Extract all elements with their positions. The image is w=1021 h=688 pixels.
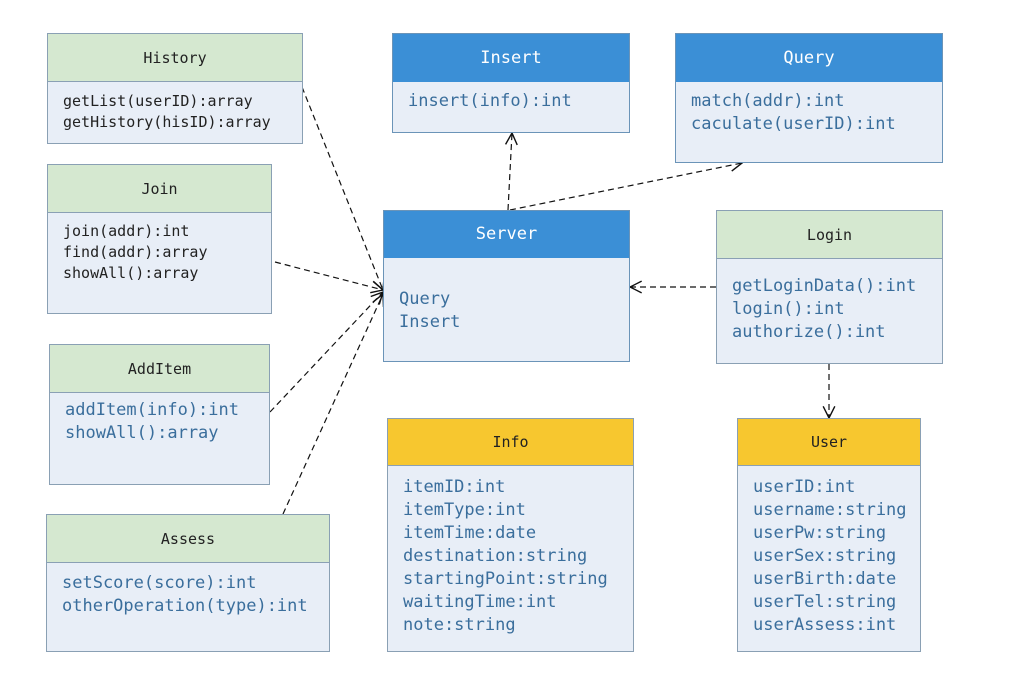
history-class[interactable]: History getList(userID):array getHistory… [47, 33, 303, 144]
user-class[interactable]: User userID:int username:string userPw:s… [737, 418, 921, 652]
arrow-server-query [509, 163, 742, 211]
user-member: userTel:string [753, 592, 897, 612]
user-member: userBirth:date [753, 569, 897, 589]
login-member: getLoginData():int [732, 276, 917, 296]
additem-class-title: AddItem [50, 345, 269, 393]
join-member: join(addr):int [63, 222, 190, 240]
assess-member: setScore(score):int [62, 573, 257, 593]
arrow-server-insert [508, 133, 512, 211]
assess-class[interactable]: Assess setScore(score):int otherOperatio… [46, 514, 330, 652]
additem-member: showAll():array [65, 423, 219, 443]
login-member: authorize():int [732, 322, 886, 342]
join-class-title: Join [48, 165, 271, 213]
info-member: destination:string [403, 546, 588, 566]
arrow-additem-server [269, 292, 383, 413]
login-class-title: Login [717, 211, 942, 259]
assess-class-title: Assess [47, 515, 329, 563]
query-class-title: Query [676, 34, 942, 82]
join-class[interactable]: Join join(addr):int find(addr):array sho… [47, 164, 272, 314]
user-member: userSex:string [753, 546, 897, 566]
server-member: Query [399, 289, 451, 309]
user-member: userID:int [753, 477, 856, 497]
info-member: itemID:int [403, 477, 506, 497]
query-member: match(addr):int [691, 91, 845, 111]
info-member: note:string [403, 615, 516, 635]
user-member: username:string [753, 500, 907, 520]
user-class-title: User [738, 419, 920, 466]
history-member: getList(userID):array [63, 92, 253, 110]
arrow-join-server [274, 261, 383, 290]
insert-class-title: Insert [393, 34, 629, 82]
info-member: startingPoint:string [403, 569, 608, 589]
join-member: showAll():array [63, 264, 199, 282]
insert-member: insert(info):int [408, 91, 572, 111]
additem-class[interactable]: AddItem addItem(info):int showAll():arra… [49, 344, 270, 485]
arrow-history-server [301, 86, 383, 290]
server-member: Insert [399, 312, 461, 332]
additem-member: addItem(info):int [65, 400, 239, 420]
user-member: userPw:string [753, 523, 887, 543]
info-class[interactable]: Info itemID:int itemType:int itemTime:da… [387, 418, 634, 652]
login-class[interactable]: Login getLoginData():int login():int aut… [716, 210, 943, 364]
info-member: waitingTime:int [403, 592, 557, 612]
arrow-assess-server [282, 294, 383, 515]
join-member: find(addr):array [63, 243, 208, 261]
server-class[interactable]: Server Query Insert [383, 210, 630, 362]
info-member: itemType:int [403, 500, 526, 520]
history-member: getHistory(hisID):array [63, 113, 271, 131]
login-member: login():int [732, 299, 845, 319]
history-class-title: History [48, 34, 302, 82]
query-member: caculate(userID):int [691, 114, 896, 134]
server-class-title: Server [384, 211, 629, 258]
user-member: userAssess:int [753, 615, 897, 635]
insert-class[interactable]: Insert insert(info):int [392, 33, 630, 133]
info-class-title: Info [388, 419, 633, 466]
info-member: itemTime:date [403, 523, 537, 543]
assess-member: otherOperation(type):int [62, 596, 308, 616]
query-class[interactable]: Query match(addr):int caculate(userID):i… [675, 33, 943, 163]
